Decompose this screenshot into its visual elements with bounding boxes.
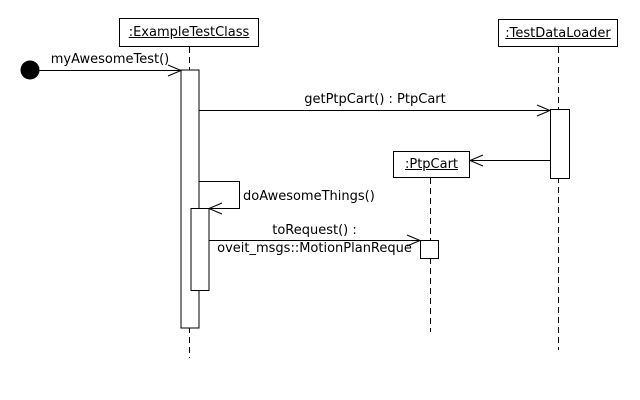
participant-label: :TestDataLoader bbox=[505, 25, 611, 41]
message-arrow-my-awesome-test bbox=[39, 64, 183, 77]
participant-label: :ExampleTestClass bbox=[128, 25, 250, 40]
arrowhead-left-icon bbox=[207, 202, 223, 215]
participant-example-test-class: :ExampleTestClass bbox=[119, 18, 259, 47]
message-label-get-ptp-cart: getPtpCart() : PtpCart bbox=[304, 92, 446, 107]
arrowhead-right-icon bbox=[406, 234, 422, 247]
arrowhead-right-icon bbox=[536, 104, 552, 117]
arrowhead-right-icon bbox=[167, 64, 183, 77]
message-arrow-get-ptp-cart bbox=[199, 104, 552, 117]
message-label-to-request-line1: toRequest() : bbox=[272, 223, 357, 238]
participant-label: :PtpCart bbox=[404, 157, 459, 172]
arrowhead-left-icon bbox=[468, 154, 484, 167]
message-arrow-create-ptp-cart bbox=[468, 154, 550, 167]
participant-test-data-loader: :TestDataLoader bbox=[498, 19, 618, 47]
activation-bar-test-data-loader bbox=[550, 109, 570, 179]
message-label-to-request-line2: oveit_msgs::MotionPlanReque bbox=[217, 241, 412, 256]
participant-ptp-cart: :PtpCart bbox=[393, 151, 470, 178]
activation-bar-ptp-cart bbox=[420, 240, 439, 259]
activation-bar-nested-self-call bbox=[190, 208, 210, 291]
message-label-my-awesome-test: myAwesomeTest() bbox=[50, 52, 170, 67]
message-arrow-do-awesome-things bbox=[199, 181, 240, 215]
message-arrow-to-request bbox=[209, 234, 422, 247]
start-node bbox=[20, 60, 40, 80]
message-label-do-awesome-things: doAwesomeThings() bbox=[243, 189, 375, 204]
